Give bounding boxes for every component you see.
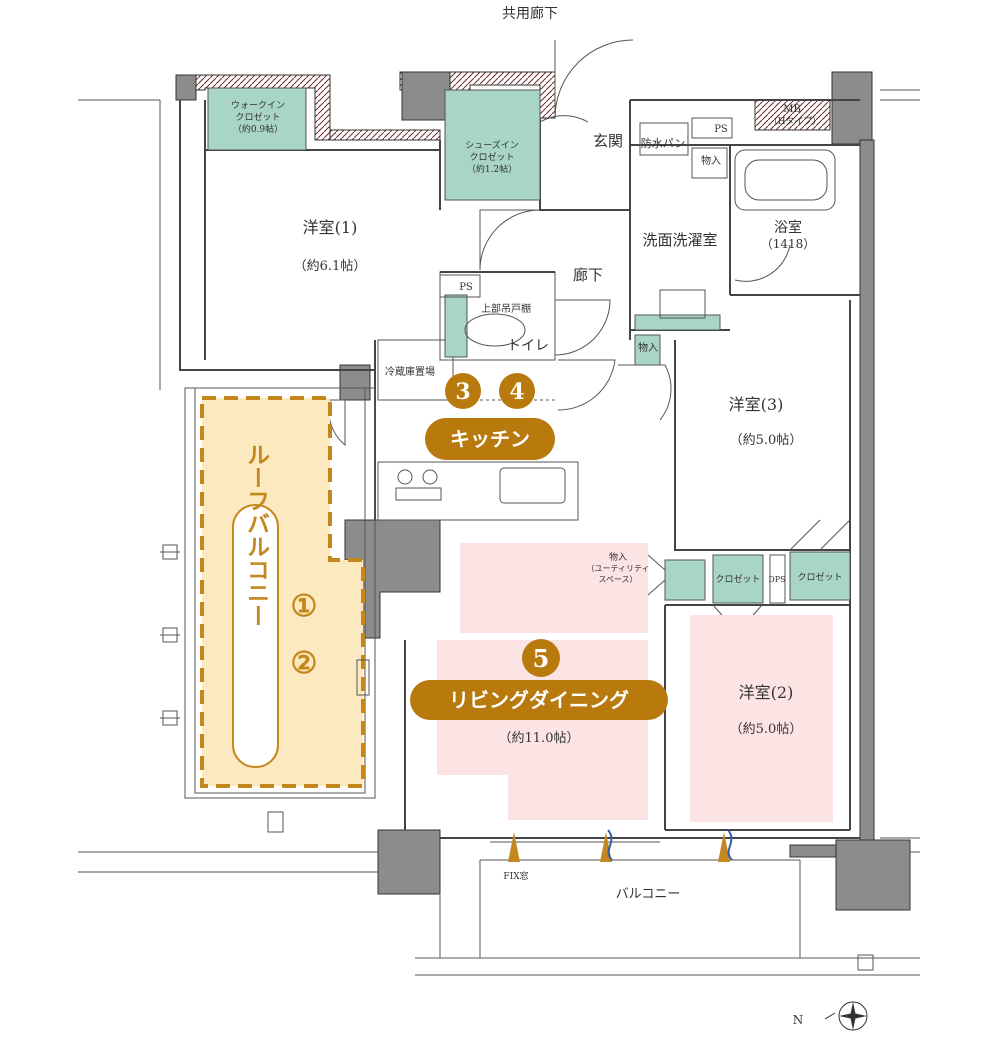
label-living: リビングダイニング — [449, 688, 629, 712]
wash-counter-fill — [634, 314, 721, 331]
room2-highlight — [690, 615, 833, 822]
label-closet-center: クロゼット — [715, 573, 760, 585]
label-room3-size: （約5.0帖） — [730, 433, 803, 448]
label-ps-top: PS — [714, 124, 728, 135]
kitchen-badge — [425, 418, 555, 460]
label-ps-toilet: PS — [459, 282, 473, 293]
marker-3-text: 3 — [455, 379, 470, 405]
label-room2-size: （約5.0帖） — [730, 722, 803, 737]
marker-3 — [445, 373, 481, 409]
walkin-closet-fill — [207, 87, 307, 151]
wall-outlines — [179, 99, 860, 958]
label-waterproof-pan: 防水パン — [641, 136, 686, 150]
closets — [207, 87, 851, 604]
marker-5 — [522, 639, 560, 677]
label-common-corridor: 共用廊下 — [502, 5, 558, 22]
marker-roof-2: ② — [291, 646, 318, 681]
storage-small-fill — [634, 334, 661, 366]
label-entrance: 玄関 — [593, 132, 623, 150]
label-mb-type: （Hタイプ） — [769, 116, 822, 127]
label-roof-balcony: ルーフバルコニー — [243, 443, 270, 627]
compass-icon — [824, 1001, 868, 1031]
label-kitchen: キッチン — [450, 427, 530, 451]
toilet-cabinet-fill — [444, 294, 468, 358]
marker-4 — [499, 373, 535, 409]
label-fridge: 冷蔵庫置場 — [385, 365, 435, 378]
label-room1: 洋室(1) — [303, 218, 358, 237]
label-walkin-closet-3: （約0.9帖） — [233, 123, 283, 135]
label-storage-wash: 物入 — [638, 341, 658, 354]
label-storage-bath: 物入 — [701, 154, 721, 167]
airflow-arrows — [508, 829, 733, 862]
site-context-lines — [78, 89, 920, 976]
label-utility-3: スペース） — [598, 575, 637, 584]
label-shoes-closet-1: シューズイン — [465, 139, 519, 151]
window-marks — [160, 544, 874, 971]
label-shoes-closet-3: （約1.2帖） — [467, 163, 517, 175]
kitchen-side-highlight — [460, 543, 648, 633]
label-room2: 洋室(2) — [739, 683, 794, 702]
label-balcony: バルコニー — [616, 887, 681, 902]
label-hallway: 廊下 — [573, 266, 603, 284]
living-badge — [410, 680, 668, 720]
label-closet-right: クロゼット — [797, 571, 842, 583]
label-walkin-closet-2: クロゼット — [235, 111, 280, 123]
label-upper-cabinet: 上部吊戸棚 — [481, 302, 531, 315]
marker-5-text: 5 — [533, 644, 550, 673]
roof-balcony-label-pill — [232, 504, 279, 768]
closet-right-fill — [789, 551, 851, 601]
label-walkin-closet-1: ウォークイン — [231, 100, 285, 111]
label-toilet: トイレ — [507, 338, 549, 354]
roof-balcony-area — [200, 396, 365, 788]
label-utility-2: （ユーティリティ — [586, 564, 649, 573]
label-fix-window: FIX窓 — [503, 870, 528, 882]
shoes-closet-fill — [444, 89, 541, 201]
label-living-size: （約11.0帖） — [499, 731, 580, 746]
label-shoes-closet-2: クロゼット — [469, 151, 514, 163]
utility-closet-fill — [664, 559, 706, 601]
label-washroom: 洗面洗濯室 — [642, 231, 717, 249]
label-compass-n: N — [793, 1013, 804, 1027]
label-room1-size: （約6.1帖） — [294, 259, 367, 274]
closet-center-fill — [712, 554, 764, 604]
fixtures — [395, 117, 836, 604]
label-bath-size: （1418） — [761, 237, 816, 251]
marker-4-text: 4 — [509, 379, 524, 405]
label-dps: DPS — [768, 575, 785, 584]
label-bathroom: 浴室 — [774, 219, 802, 236]
label-mb: MB — [783, 104, 801, 115]
marker-roof-1: ① — [291, 589, 318, 624]
structural-walls — [175, 71, 911, 911]
label-room3: 洋室(3) — [729, 395, 784, 414]
label-utility-1: 物入 — [609, 551, 627, 563]
